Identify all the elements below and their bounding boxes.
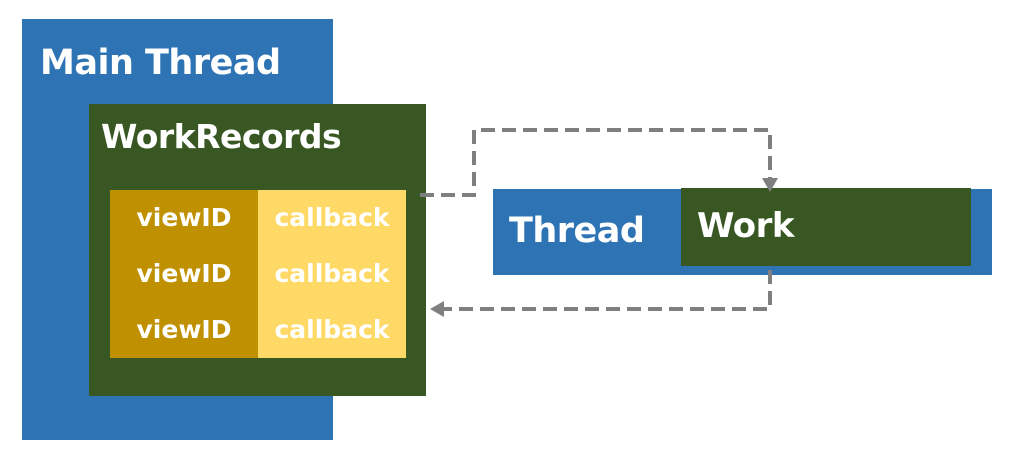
return-connector bbox=[442, 270, 772, 311]
viewid-column: viewID viewID viewID bbox=[110, 190, 258, 358]
callback-cell: callback bbox=[274, 259, 390, 288]
callback-cell: callback bbox=[274, 203, 390, 232]
thread-title: Thread bbox=[509, 211, 645, 251]
return-arrowhead bbox=[430, 301, 444, 317]
work-title: Work bbox=[697, 206, 795, 246]
work-box: Work bbox=[681, 188, 971, 266]
dispatch-arrowhead bbox=[762, 178, 778, 192]
workrecords-title: WorkRecords bbox=[101, 117, 342, 156]
dispatch-connector bbox=[420, 128, 772, 197]
callback-cell: callback bbox=[274, 315, 390, 344]
callback-column: callback callback callback bbox=[258, 190, 406, 358]
main-thread-title: Main Thread bbox=[40, 43, 281, 83]
viewid-cell: viewID bbox=[136, 259, 232, 288]
viewid-cell: viewID bbox=[136, 203, 232, 232]
workrecords-table: viewID viewID viewID callback callback c… bbox=[110, 190, 406, 358]
viewid-cell: viewID bbox=[136, 315, 232, 344]
